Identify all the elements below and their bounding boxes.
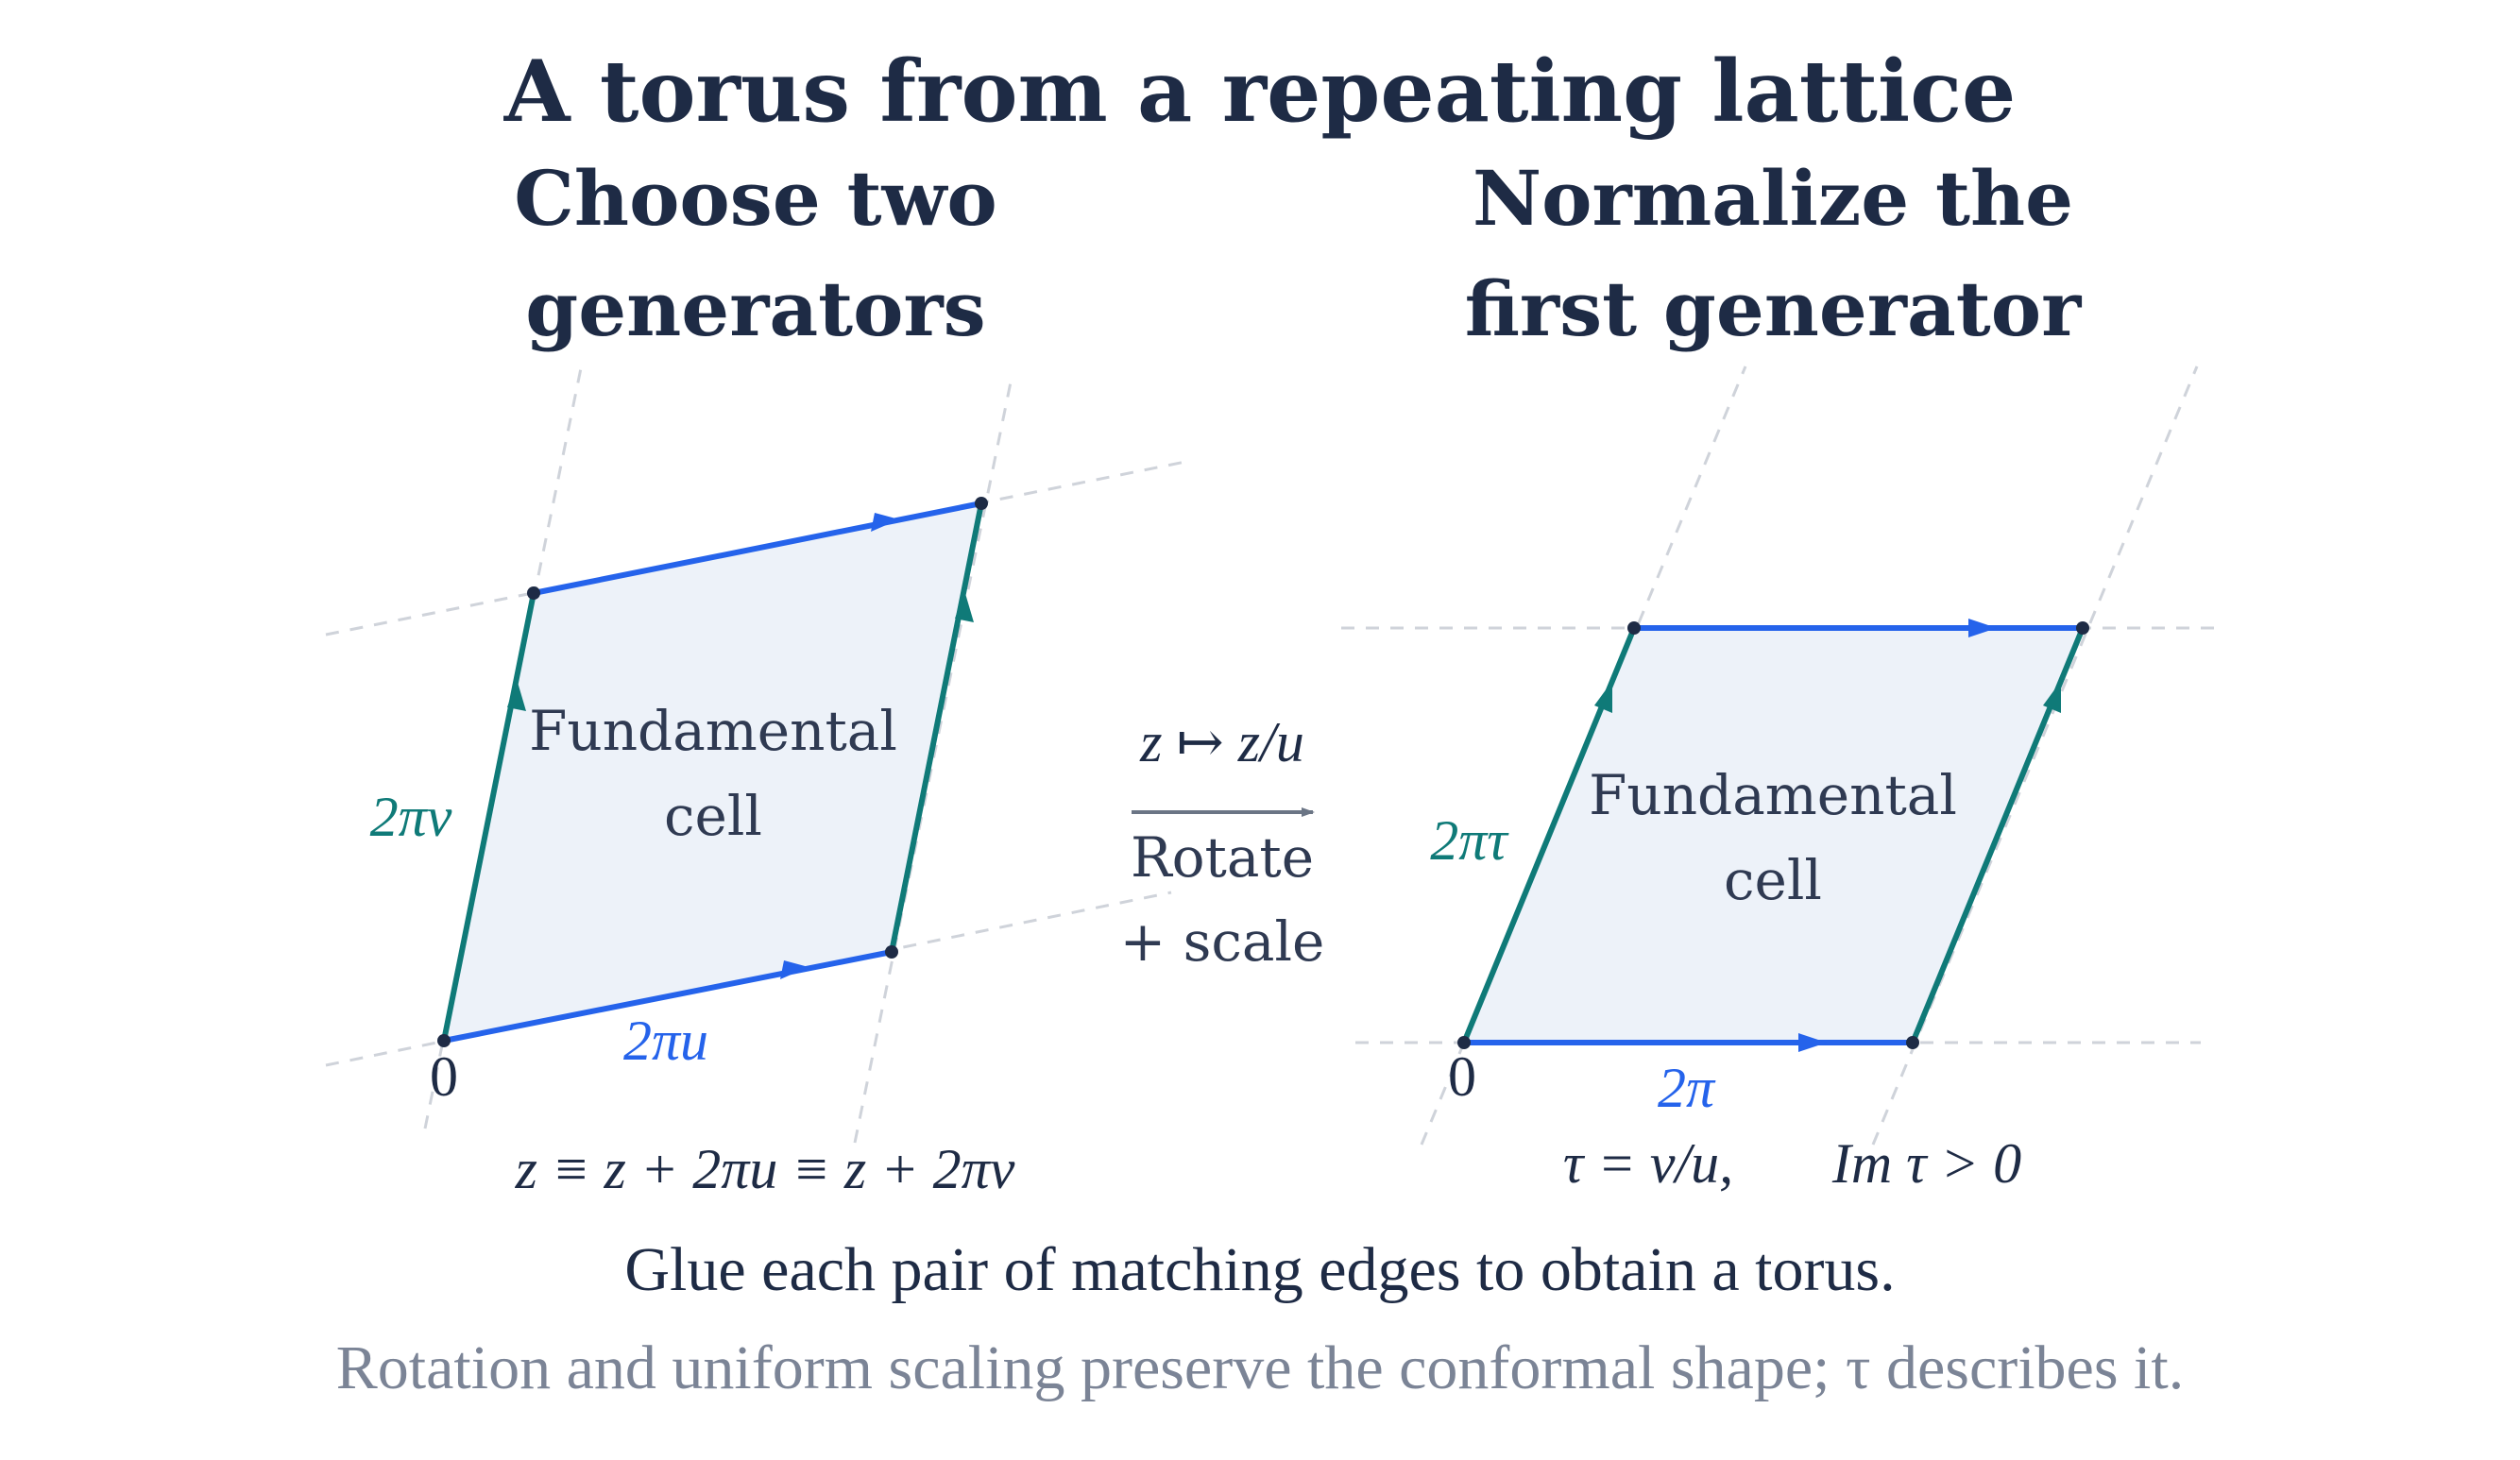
- right-edge-arrows: [1594, 619, 2061, 1052]
- transform-map: z ↦ z/u: [1139, 711, 1304, 773]
- diagram-title: A torus from a repeating lattice: [503, 42, 2017, 142]
- left-cell-label-line2: cell: [664, 784, 762, 848]
- right-heading-line1: Normalize the: [1473, 154, 2073, 243]
- left-edge-arrows: [507, 513, 974, 979]
- subcaption: Rotation and uniform scaling preserve th…: [336, 1333, 2184, 1402]
- right-cell-label-line2: cell: [1724, 848, 1822, 912]
- right-heading-line2: first generator: [1465, 264, 2082, 353]
- left-v-edges: [441, 502, 984, 1042]
- right-vertices: [1457, 621, 2089, 1049]
- left-equivalence: z ≡ z + 2πu ≡ z + 2πv: [515, 1138, 1015, 1200]
- right-cell-label-line1: Fundamental: [1589, 763, 1957, 827]
- left-heading-line1: Choose two: [514, 154, 997, 243]
- left-fundamental-cell: [444, 503, 981, 1041]
- right-fundamental-cell: [1464, 628, 2083, 1043]
- left-edge-v-label: 2πv: [370, 786, 452, 848]
- right-tau-definition: τ = v/u,: [1563, 1132, 1733, 1195]
- right-u-edges: [1464, 625, 2083, 1045]
- left-u-edges: [443, 501, 982, 1044]
- right-edge-v-label: 2πτ: [1430, 809, 1509, 872]
- left-vertices: [437, 497, 988, 1047]
- left-heading-line2: generators: [525, 264, 985, 353]
- transform-label-line2: + scale: [1120, 909, 1325, 974]
- caption: Glue each pair of matching edges to obta…: [624, 1235, 1895, 1304]
- right-tau-condition: Im τ > 0: [1831, 1132, 2021, 1195]
- left-cell-label-line1: Fundamental: [529, 699, 897, 763]
- right-edge-u-label: 2π: [1658, 1057, 1716, 1119]
- right-origin-label: 0: [1448, 1045, 1476, 1108]
- left-edge-u-label: 2πu: [623, 1010, 708, 1072]
- left-origin-label: 0: [430, 1045, 458, 1108]
- transform-label-line1: Rotate: [1131, 825, 1314, 890]
